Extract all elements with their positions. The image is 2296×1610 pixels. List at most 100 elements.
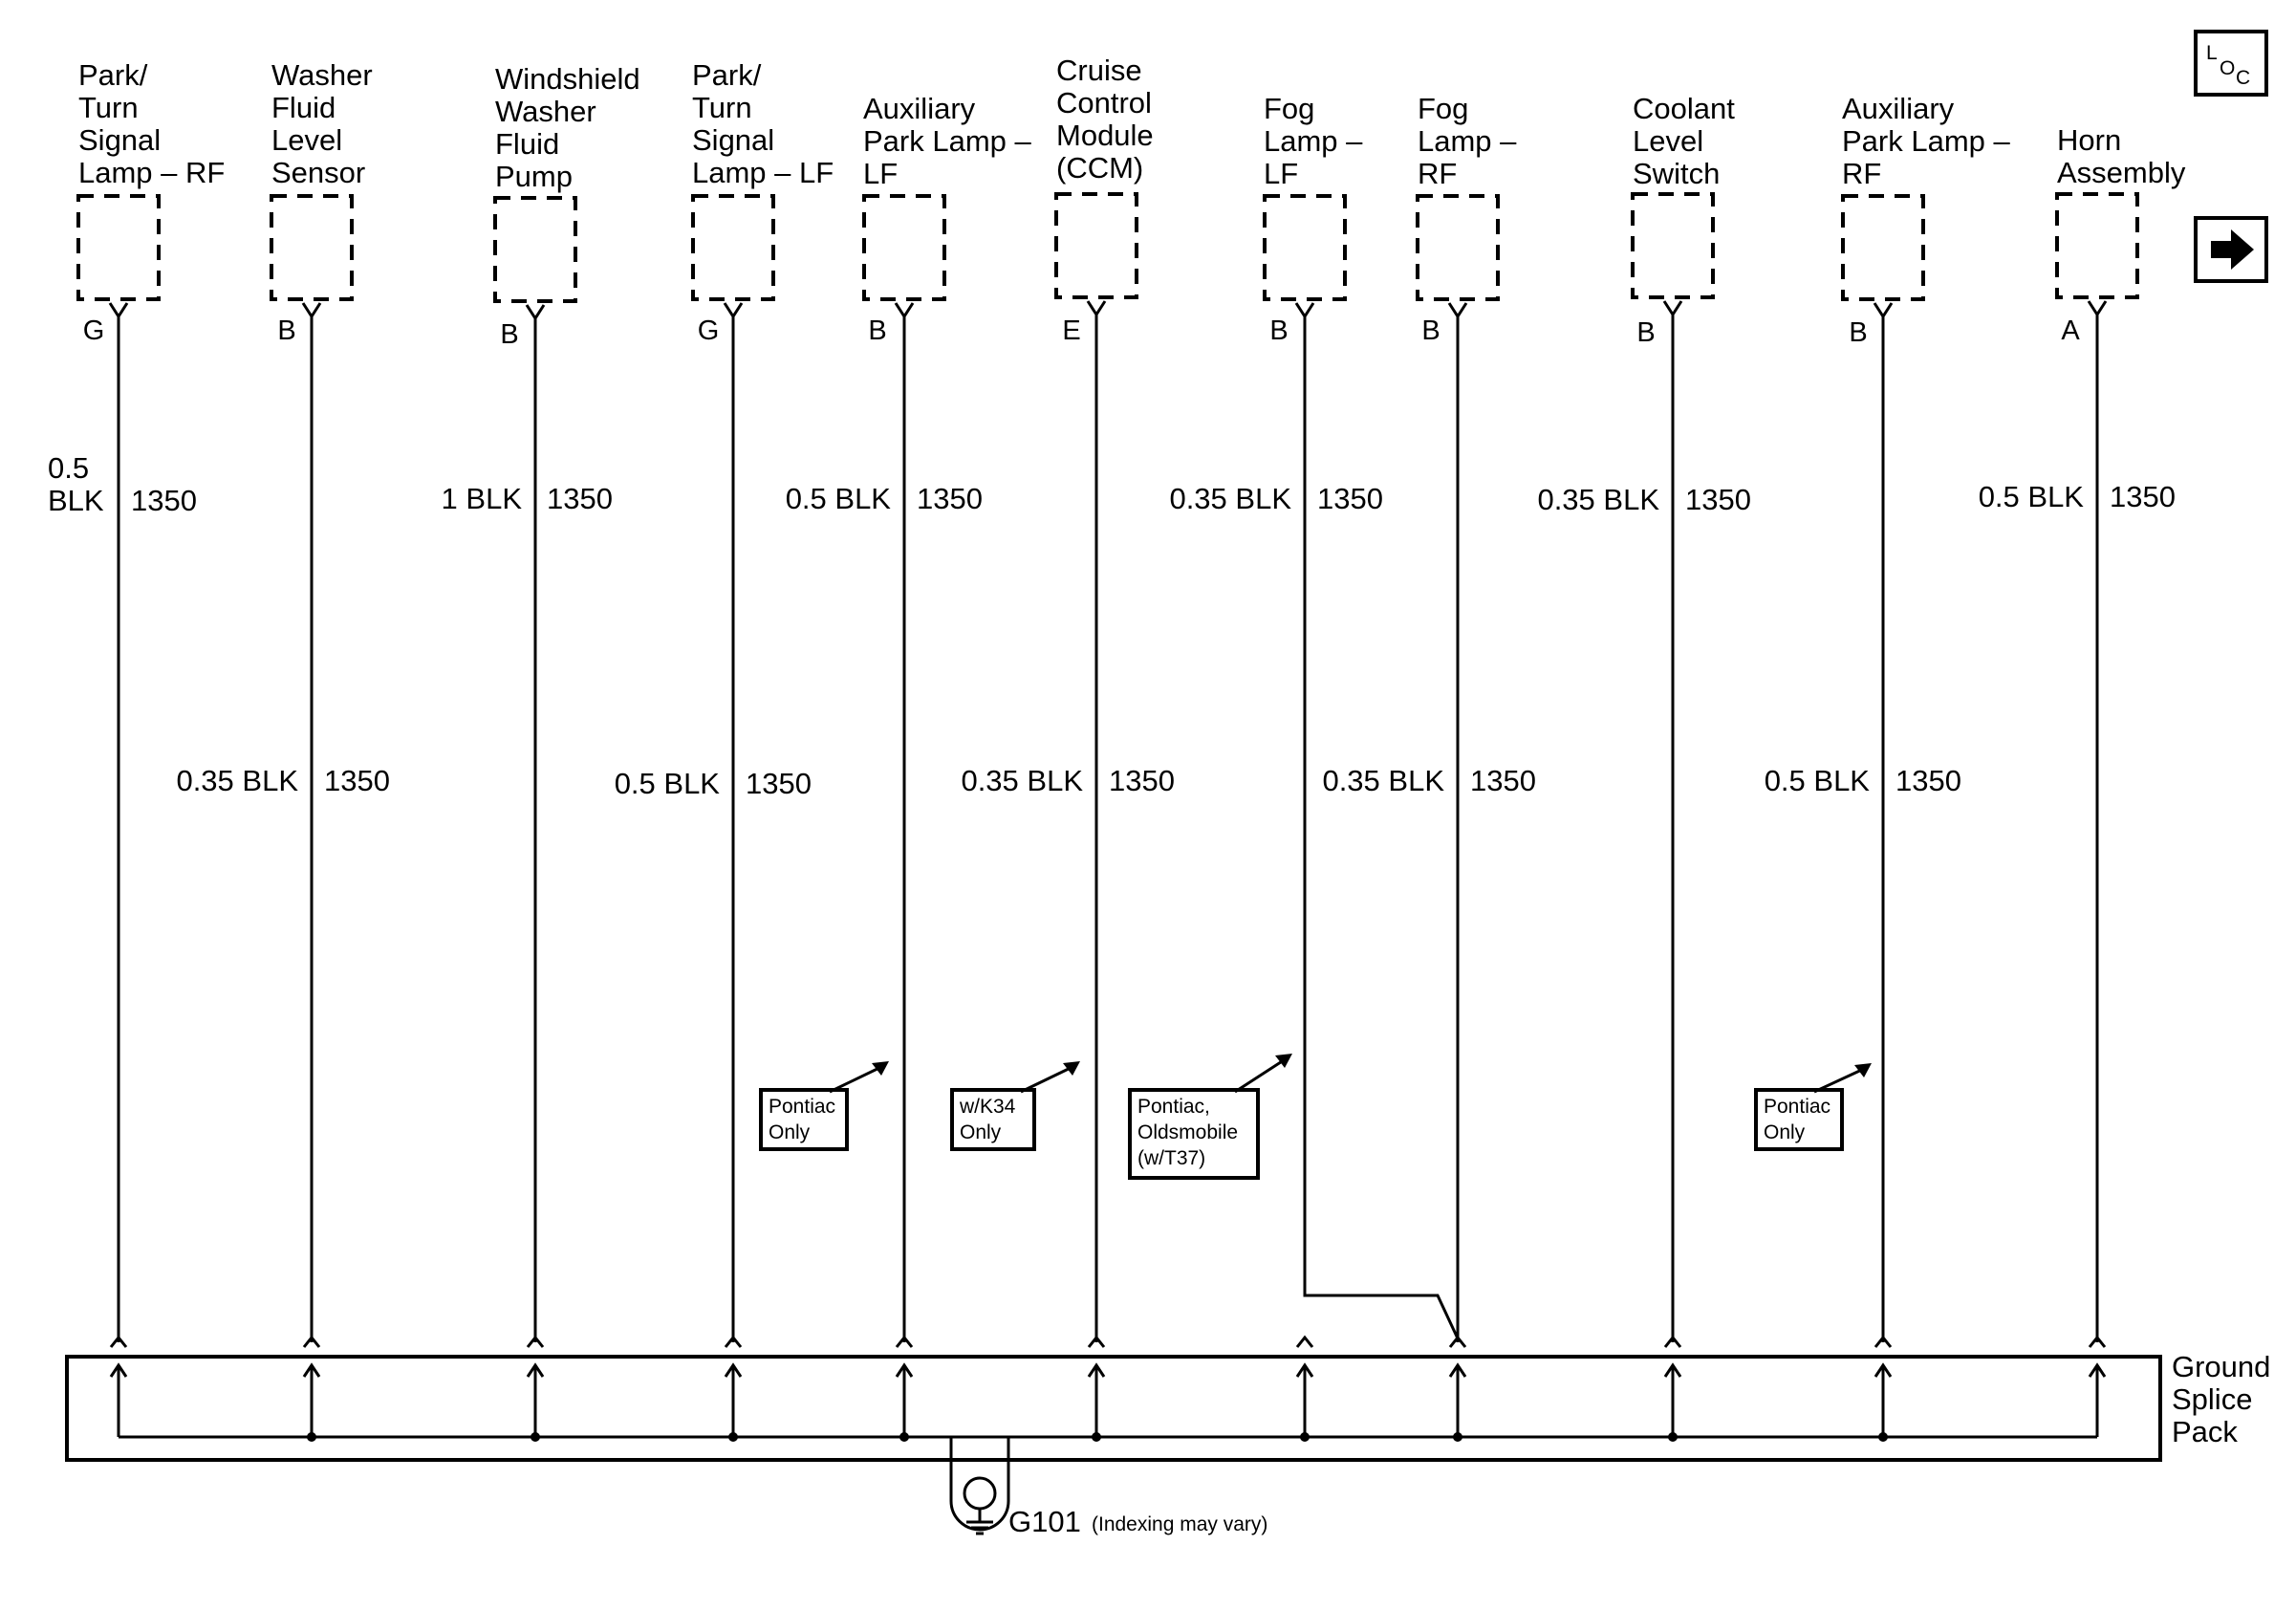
component-name-line: Switch [1633,157,1720,190]
connector-box [1631,192,1715,299]
connector-box [1263,194,1347,301]
splice-label-line: Ground [2172,1350,2270,1383]
splice-dot [1300,1432,1310,1442]
component-name-line: Cruise [1056,54,1142,87]
circuit-number: 1350 [917,482,983,515]
option-note-line: (w/T37) [1137,1147,1205,1169]
component-name-line: Assembly [2057,156,2186,189]
splice-dot [531,1432,540,1442]
wire-spec: 0.5 BLK [1765,764,1871,797]
circuit-number: 1350 [547,482,613,515]
pin-terminal [525,304,546,321]
option-note-line: Oldsmobile [1137,1121,1238,1143]
location-view-icon[interactable]: L O C [2194,30,2268,97]
pin-terminal [1294,302,1315,319]
option-note-line: Pontiac, [1137,1096,1210,1118]
component-name-line: Pump [495,160,573,193]
ground-id: G101 [1008,1505,1081,1538]
component-name-line: Module [1056,119,1154,152]
splice-terminal [526,1335,545,1442]
component-name-line: Turn [692,91,752,124]
circuit-number: 1350 [1470,764,1536,797]
wire-spec: 0.5 BLK [786,482,892,515]
splice-terminal [1295,1335,1314,1442]
component-name-line: Control [1056,86,1152,120]
component-name-line: Washer [495,95,596,128]
component-name-line: (CCM) [1056,151,1143,185]
pin-terminal [301,302,322,319]
wire-spec: 0.35 BLK [1169,482,1291,515]
circuit-number: 1350 [1317,482,1383,515]
connector-box [1416,194,1500,301]
component-name-line: RF [1418,157,1457,190]
component-name-line: Coolant [1633,92,1735,125]
circuit-number: 1350 [746,767,812,800]
component-name-line: Horn [2057,123,2121,157]
component-name-line: LF [863,157,898,190]
splice-terminal [1448,1335,1467,1442]
component-name-line: Fog [1264,92,1314,125]
component-name-line: Signal [78,123,161,157]
wire-spec: 0.5 BLK [615,767,721,800]
option-note: Pontiac, Oldsmobile (w/T37) [1128,1054,1292,1180]
option-note-line: w/K34 [959,1096,1016,1118]
note-arrow [1813,1066,1867,1094]
component-name-line: Park/ [78,58,148,92]
splice-terminal [302,1335,321,1442]
ground-ring-icon [963,1476,997,1511]
connector-box [691,194,775,301]
right-arrow-icon[interactable] [2194,216,2268,283]
splice-pack-box [65,1355,2162,1462]
component-name-line: Level [1633,124,1703,158]
pin-terminal [1873,302,1894,319]
component-name-line: Park Lamp – [863,124,1032,158]
component-name-line: Auxiliary [1842,92,1955,125]
ground-g101: G101 (Indexing may vary) [949,1460,1267,1538]
wire-spec: 0.5 BLK [1979,480,2085,513]
option-note-line: Only [960,1121,1002,1143]
wire-color: BLK [48,484,104,517]
splice-pack-label: Ground Splice Pack [2172,1350,2270,1448]
splice-dot [1092,1432,1101,1442]
component-name-line: Fluid [495,127,559,161]
splice-terminal [895,1335,914,1442]
component-name-line: Fog [1418,92,1468,125]
component-name-line: Signal [692,123,774,157]
connector-box [1054,192,1138,299]
component-name-line: Lamp – [1418,124,1517,158]
component-name-line: Level [271,123,342,157]
component-name-line: Park Lamp – [1842,124,2011,158]
circuit-number: 1350 [1685,483,1751,516]
pin-terminal [1662,300,1683,317]
connector-box [493,196,577,303]
loc-letter: L [2206,42,2218,64]
pin-terminal [2087,300,2108,317]
wire-spec: 1 BLK [442,482,523,515]
wire-size: 0.5 [48,451,89,485]
splice-dot [899,1432,909,1442]
component-name-line: Sensor [271,156,365,189]
note-arrow [1234,1056,1288,1094]
circuit-number: 1350 [1109,764,1175,797]
pin-letter: G [698,315,720,346]
component-name-line: Park/ [692,58,762,92]
splice-dot [1668,1432,1678,1442]
wire [1303,316,1460,1339]
splice-terminal [1874,1335,1893,1442]
option-note-line: Only [769,1121,811,1143]
pin-terminal [108,302,129,319]
pin-terminal [1086,300,1107,317]
component-name-line: Fluid [271,91,336,124]
component-name-line: Washer [271,58,373,92]
note-arrow [829,1064,884,1094]
